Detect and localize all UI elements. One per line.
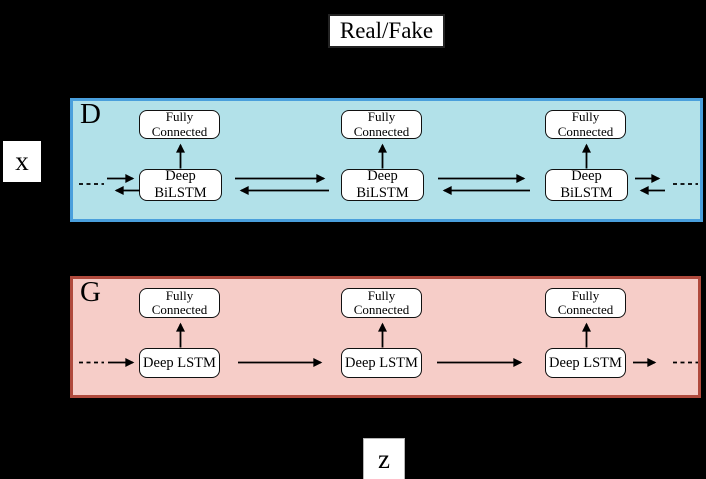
- fully-connected-node: Fully Connected: [341, 110, 422, 139]
- fully-connected-node: Fully Connected: [139, 288, 220, 318]
- generator-panel: G Fully Connected Deep LSTM Fully Connec…: [70, 276, 701, 398]
- real-fake-label: Real/Fake: [339, 18, 434, 43]
- real-fake-output-box: Real/Fake: [328, 14, 445, 48]
- deep-lstm-node: Deep LSTM: [545, 348, 626, 378]
- discriminator-panel-label: D: [80, 98, 101, 130]
- fully-connected-node: Fully Connected: [341, 288, 422, 318]
- deep-bilstm-node: Deep BiLSTM: [545, 168, 628, 201]
- fully-connected-node: Fully Connected: [139, 110, 220, 139]
- x-label: x: [15, 146, 29, 176]
- x-input-box: x: [3, 141, 41, 182]
- fully-connected-node: Fully Connected: [545, 288, 626, 318]
- deep-lstm-node: Deep LSTM: [139, 348, 220, 378]
- discriminator-panel: D Fully Connected Deep BiLSTM Fully Conn…: [70, 98, 703, 222]
- deep-lstm-node: Deep LSTM: [341, 348, 422, 378]
- z-label: z: [378, 444, 390, 474]
- deep-bilstm-node: Deep BiLSTM: [139, 168, 222, 201]
- fully-connected-node: Fully Connected: [545, 110, 626, 139]
- z-input-box: z: [363, 438, 405, 479]
- generator-panel-label: G: [80, 276, 101, 308]
- deep-bilstm-node: Deep BiLSTM: [341, 168, 424, 201]
